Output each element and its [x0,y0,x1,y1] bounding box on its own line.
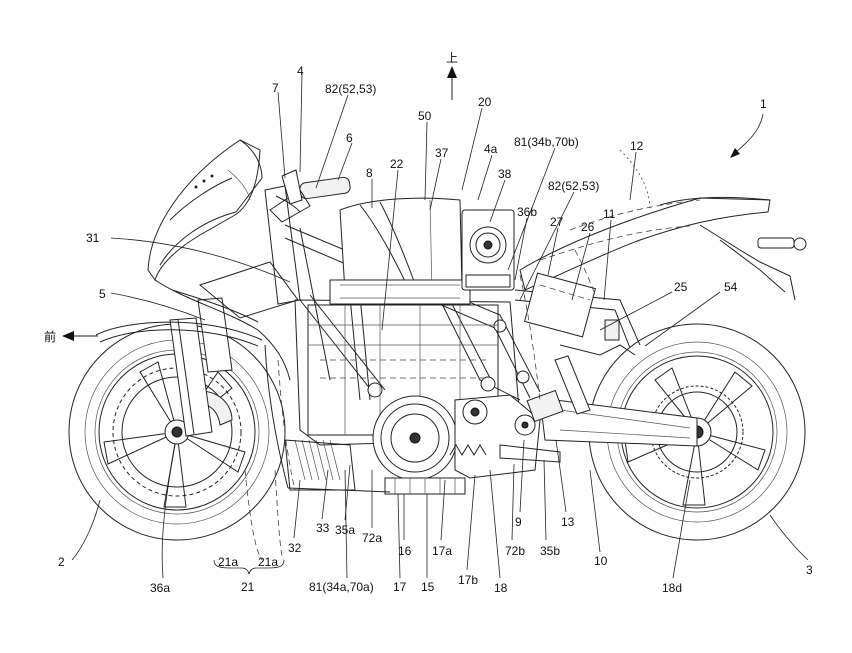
hidden-lines [244,249,596,561]
label-81-top: 81(34b,70b) [514,135,579,149]
label-26: 26 [581,220,595,234]
upper-battery-cover [329,197,471,305]
label-2: 2 [58,555,65,569]
label-18: 18 [494,581,508,595]
front-fork [169,185,301,437]
label-38: 38 [498,167,512,181]
main-frame [284,224,541,401]
electric-motor [372,395,466,495]
handlebar-assembly [269,169,351,223]
front-fairing [147,139,299,381]
label-8: 8 [366,166,373,180]
front-direction-label: 前 [44,329,56,344]
label-82-mid: 82(52,53) [548,179,599,193]
front-direction-indicator: 前 [44,329,98,344]
label-82-top: 82(52,53) [325,82,376,96]
label-5: 5 [99,287,106,301]
label-35b: 35b [540,544,560,558]
label-27: 27 [550,215,564,229]
inverter-unit [461,209,515,291]
label-11: 11 [603,207,616,221]
label-13: 13 [561,515,575,529]
label-10: 10 [594,554,608,568]
lower-cowl [264,344,391,493]
label-12: 12 [630,139,644,153]
label-22: 22 [390,157,404,171]
label-9: 9 [515,515,522,529]
label-33: 33 [316,521,330,535]
label-3: 3 [806,563,813,577]
label-7: 7 [272,81,279,95]
label-4a: 4a [484,142,498,156]
label-36b: 36b [517,205,537,219]
label-50: 50 [418,109,432,123]
label-72b: 72b [505,544,525,558]
label-21: 21 [241,580,255,594]
label-25: 25 [674,280,688,294]
up-direction-indicator: 上 [446,51,458,100]
label-18d: 18d [662,581,682,595]
label-35a: 35a [335,523,355,537]
label-16: 16 [398,544,412,558]
label-32: 32 [288,541,302,555]
label-37: 37 [435,146,449,160]
front-fender [95,321,263,347]
label-4: 4 [297,64,304,78]
label-72a: 72a [362,531,382,545]
label-54: 54 [724,280,738,294]
label-21a-right: 21a [258,555,278,569]
label-17a: 17a [432,544,452,558]
reference-labels: 4 7 82(52,53) 50 20 6 37 4a 81(34b,70b) … [58,64,813,595]
up-direction-label: 上 [446,51,458,65]
figure-number-label: 1 [760,97,767,111]
label-20: 20 [478,95,492,109]
label-6: 6 [346,131,353,145]
rear-subframe [514,272,641,356]
label-36a: 36a [150,581,170,595]
swingarm [539,355,698,447]
label-21a-left: 21a [218,555,238,569]
transmission-unit [449,389,564,479]
leader-lines [71,72,809,579]
label-81-bottom: 81(34a,70a) [309,580,374,594]
label-17: 17 [393,580,407,594]
label-31: 31 [86,231,100,245]
label-17b: 17b [458,573,478,587]
figure-reference: 1 [730,97,767,158]
seat-and-tail [519,149,807,301]
label-15: 15 [421,580,435,594]
